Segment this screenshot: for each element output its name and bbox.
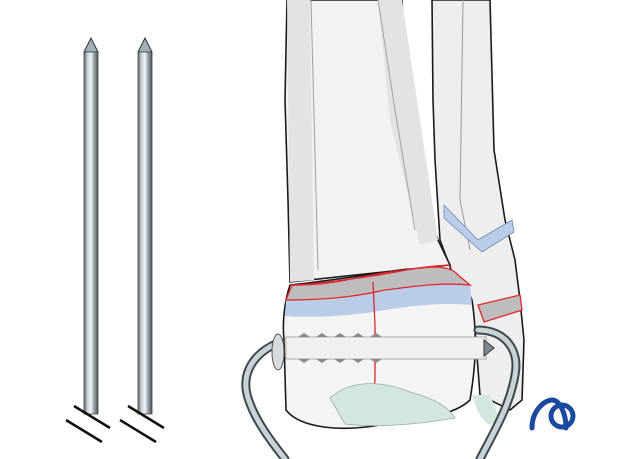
tibia <box>282 0 500 430</box>
ao-logo: AO <box>0 0 576 431</box>
logo-text: AO <box>0 0 23 4</box>
kwire-2 <box>119 36 165 444</box>
fibula <box>431 0 525 411</box>
kwire-1 <box>65 36 111 444</box>
lag-screw <box>285 333 495 363</box>
reduction-clamp <box>241 325 521 459</box>
